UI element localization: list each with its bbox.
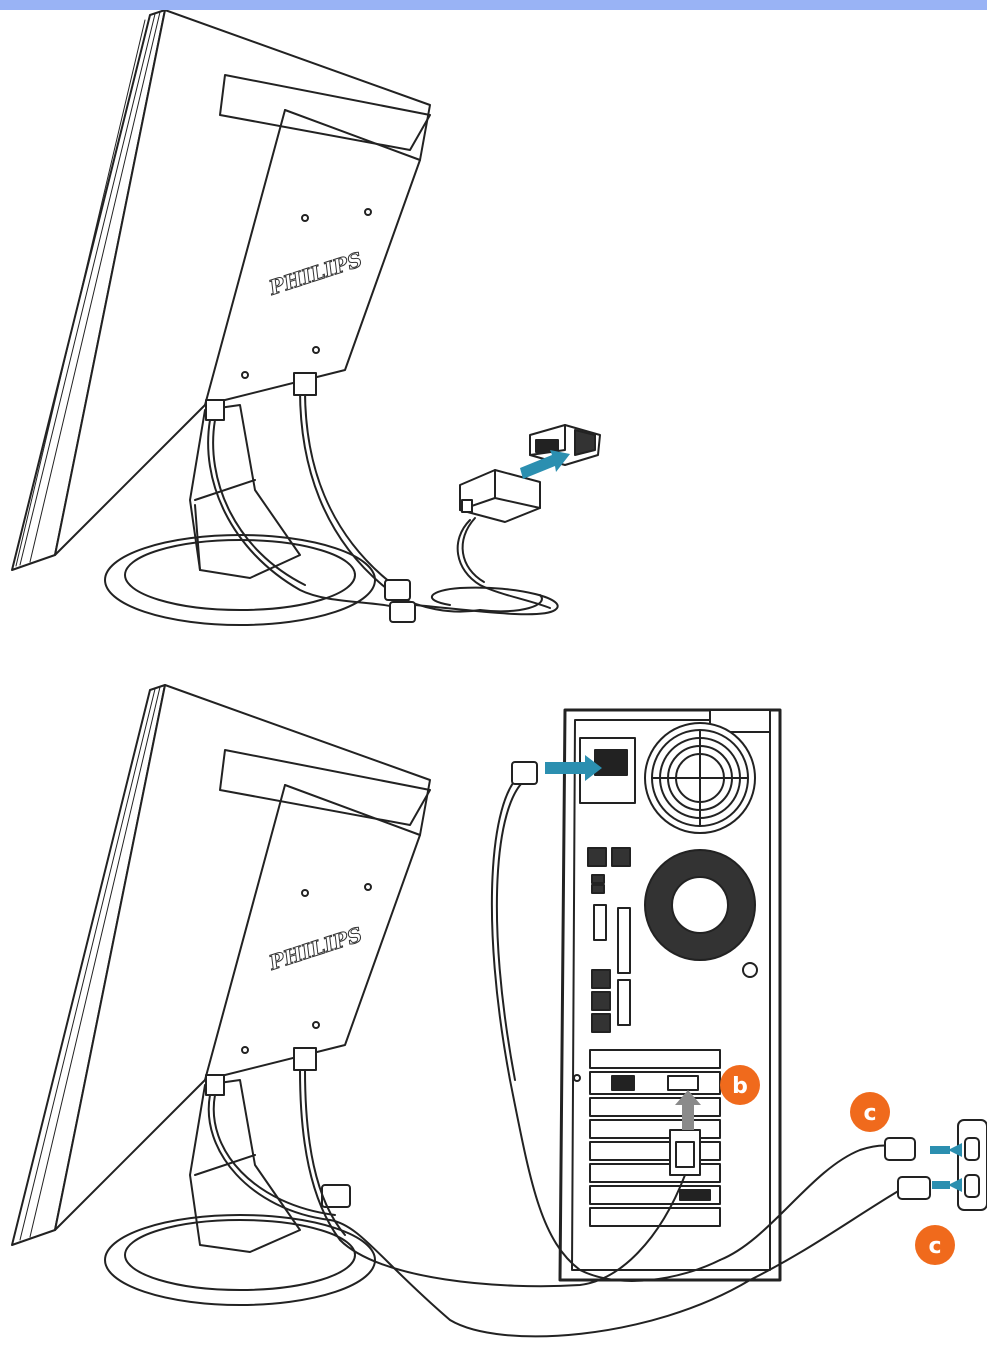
callout-b: b (720, 1065, 760, 1105)
monitor-stand (190, 405, 300, 578)
figure-monitor-pc-connection: b c c PHILIPS (0, 680, 987, 1352)
pc-vga-port (590, 1072, 720, 1094)
svg-text:c: c (863, 1101, 876, 1126)
figure1-illustration: PHILIPS (0, 10, 987, 640)
callout-c-top: c (850, 1092, 890, 1132)
monitor-power-cable (209, 1095, 900, 1336)
figure-monitor-adapter: PHILIPS (0, 10, 987, 640)
svg-text:b: b (732, 1074, 748, 1099)
vga-connector (460, 470, 540, 522)
callout-c-bottom: c (915, 1225, 955, 1265)
power-plug-pc (885, 1138, 915, 1160)
pc-power-socket (595, 750, 627, 775)
figure2-illustration: b c c PHILIPS (0, 680, 987, 1352)
svg-text:c: c (928, 1234, 941, 1259)
header-bar (0, 0, 987, 10)
